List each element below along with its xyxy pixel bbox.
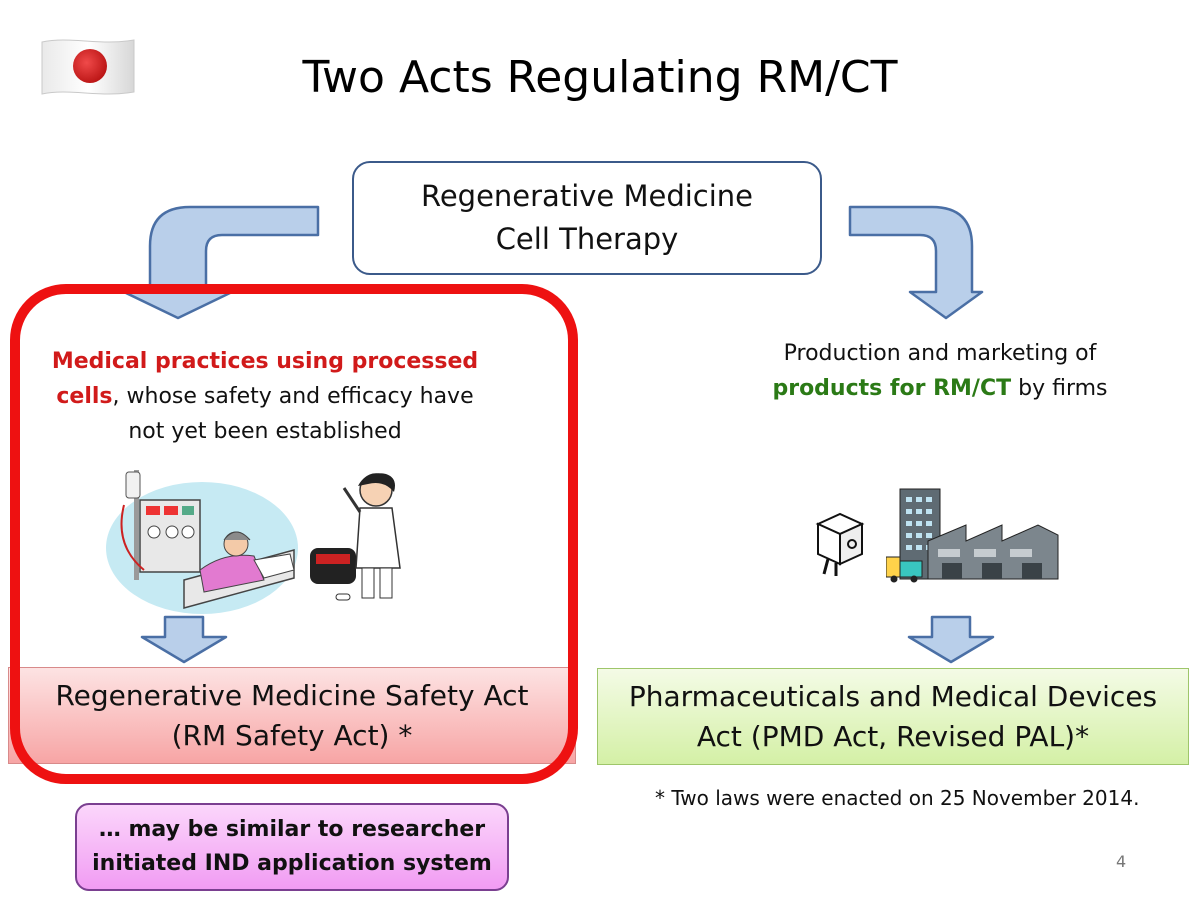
ind-line2: initiated IND application system [92,851,492,876]
safety-text: , whose safety and efficacy have [112,384,474,409]
page-title: Two Acts Regulating RM/CT [302,52,898,103]
rm-safety-act-line1: Regenerative Medicine Safety Act [55,678,529,712]
arrow-down-right [907,615,995,664]
established-text: not yet been established [128,419,402,444]
ind-line1: … may be similar to researcher [98,817,486,842]
pmd-act-line1: Pharmaceuticals and Medical Devices [628,679,1158,713]
regenerative-medicine-box: Regenerative Medicine Cell Therapy [352,161,822,275]
pmd-act-box: Pharmaceuticals and Medical Devices Act … [597,668,1189,765]
medical-practices-description: Medical practices using processed cells,… [30,344,500,449]
rm-safety-act-box: Regenerative Medicine Safety Act (RM Saf… [8,667,576,764]
pmd-act-line2: Act (PMD Act, Revised PAL)* [696,719,1090,753]
arrow-down-left [140,615,228,664]
japan-flag-icon [41,39,135,95]
package-icon [815,512,865,576]
products-highlight: products for RM/CT [772,376,1012,401]
rm-safety-act-line2: (RM Safety Act) * [171,718,413,752]
top-box-line1: Regenerative Medicine [420,179,754,213]
patient-dialysis-icon [106,470,298,614]
by-firms-text: by firms [1011,376,1108,401]
highlight-frame [10,284,578,784]
enactment-footnote: * Two laws were enacted on 25 November 2… [655,786,1140,810]
factory-icon [886,488,1059,583]
doctor-icon [310,473,401,601]
medical-practices-highlight: Medical practices using processed [51,349,479,374]
page-number: 4 [1116,852,1127,871]
top-box-line2: Cell Therapy [495,222,679,256]
arrow-top-right [848,205,984,320]
production-text: Production and marketing of [783,341,1097,366]
cells-highlight: cells [56,384,113,409]
ind-similarity-box: … may be similar to researcher initiated… [75,803,509,891]
products-description: Production and marketing of products for… [730,336,1150,406]
